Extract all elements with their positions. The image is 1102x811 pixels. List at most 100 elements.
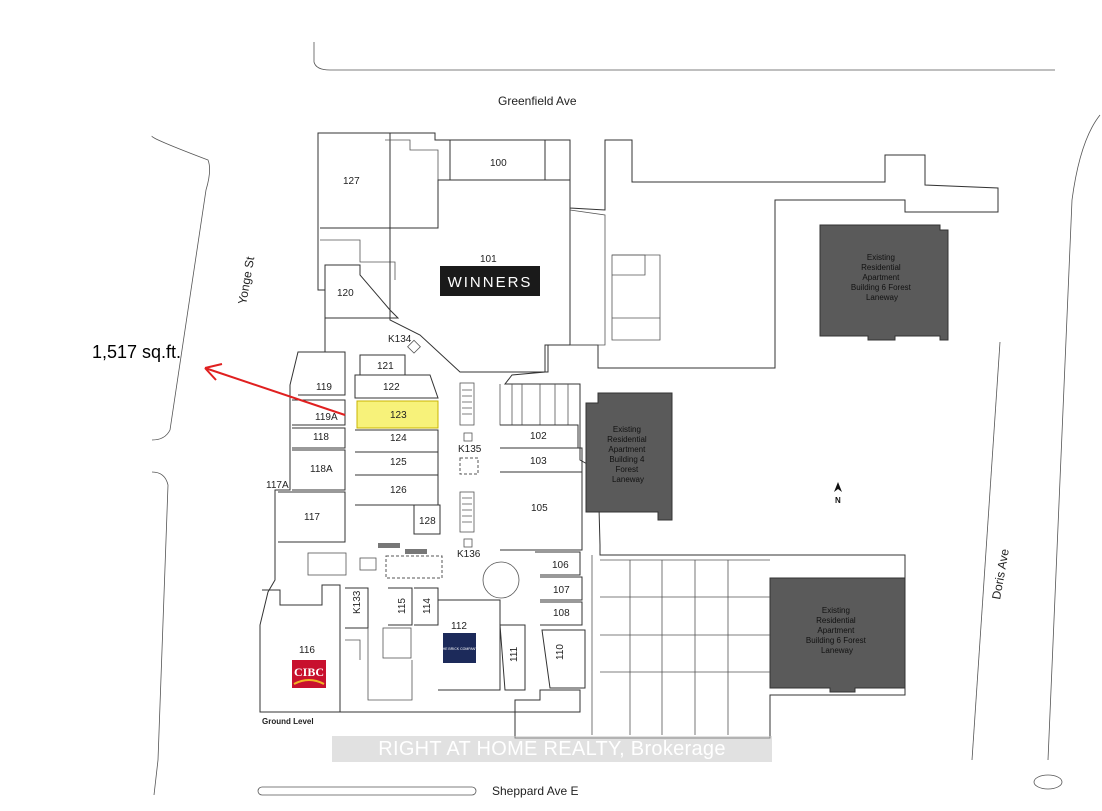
east-room-a bbox=[611, 254, 661, 341]
callout-arrow-line bbox=[204, 367, 346, 416]
cibc-logo-swoosh bbox=[293, 679, 325, 685]
unit-118a-outline bbox=[292, 449, 346, 491]
cibc-logo-text: CIBC bbox=[294, 665, 324, 679]
east-service-rooms bbox=[569, 209, 606, 346]
small-room-west bbox=[307, 552, 347, 576]
residential-building-6-top bbox=[819, 224, 949, 341]
unit-label-127: 127 bbox=[343, 176, 360, 187]
unit-114-outline bbox=[414, 587, 439, 626]
room-corridor-south bbox=[367, 628, 413, 701]
residential-building-6-bottom bbox=[769, 577, 906, 693]
unit-105-outline bbox=[500, 471, 583, 551]
unit-117-outline bbox=[278, 491, 346, 543]
unit-110-outline bbox=[541, 629, 586, 689]
unit-label-106: 106 bbox=[552, 560, 569, 571]
kiosk-k134-dashed bbox=[459, 457, 479, 475]
unit-122-outline bbox=[354, 374, 439, 399]
unit-115-outline bbox=[388, 587, 413, 626]
greenfield-ave-curb bbox=[313, 42, 1055, 71]
unit-127-outline bbox=[318, 132, 391, 229]
escalator-k136-b bbox=[405, 549, 427, 554]
corridor-outline bbox=[320, 239, 396, 280]
residential-b4-text: Existing Residential Apartment Building … bbox=[607, 425, 649, 484]
unit-label-105: 105 bbox=[531, 503, 548, 514]
unit-102-substructure bbox=[499, 384, 569, 426]
unit-107-outline bbox=[540, 576, 583, 601]
kiosk-k136-dashed bbox=[385, 555, 443, 579]
unit-120-outline bbox=[324, 264, 400, 319]
unit-label-118a: 118A bbox=[310, 464, 333, 475]
residential-b6-top-text: Existing Residential Apartment Building … bbox=[851, 253, 913, 302]
street-label-sheppard: Sheppard Ave E bbox=[492, 784, 579, 798]
east-room-b bbox=[612, 254, 646, 276]
unit-label-107: 107 bbox=[553, 585, 570, 596]
unit-label-126: 126 bbox=[390, 485, 407, 496]
unit-127b-outline bbox=[385, 139, 439, 229]
unit-label-128: 128 bbox=[419, 516, 436, 527]
unit-label-125: 125 bbox=[390, 457, 407, 468]
unit-label-112: 112 bbox=[451, 621, 467, 632]
kiosk-k135 bbox=[463, 538, 473, 548]
escalator-south bbox=[459, 491, 475, 533]
street-label-greenfield: Greenfield Ave bbox=[498, 94, 577, 108]
unit-123-highlight[interactable] bbox=[356, 400, 439, 429]
north-arrow-icon bbox=[834, 482, 842, 492]
unit-label-120: 120 bbox=[337, 288, 354, 299]
level-label: Ground Level bbox=[262, 717, 314, 726]
doris-ave-curb-2 bbox=[971, 341, 1001, 761]
winners-logo-text: WINNERS bbox=[448, 274, 533, 291]
yonge-st-curb bbox=[151, 135, 210, 441]
unit-label-114: 114 bbox=[422, 598, 433, 614]
unit-label-119a: 119A bbox=[315, 412, 338, 423]
escalator-south-steps bbox=[462, 497, 472, 523]
unit-label-100: 100 bbox=[490, 158, 507, 169]
residential-building-4 bbox=[585, 392, 673, 521]
unit-119-outline bbox=[298, 351, 346, 396]
unit-128-outline bbox=[413, 504, 441, 535]
tenant-112-logo: THE BRICK COMPANY bbox=[440, 647, 478, 651]
corner-oval bbox=[1033, 774, 1063, 790]
kiosk-k134 bbox=[463, 432, 473, 442]
residential-b6-bottom-text: Existing Residential Apartment Building … bbox=[806, 606, 868, 655]
brokerage-watermark: RIGHT AT HOME REALTY, Brokerage bbox=[332, 736, 772, 762]
yonge-st-curb-2 bbox=[151, 471, 169, 796]
unit-126-outline bbox=[355, 474, 439, 506]
unit-label-111: 111 bbox=[509, 646, 520, 662]
unit-label-117: 117 bbox=[304, 512, 320, 523]
unit-label-108: 108 bbox=[553, 608, 570, 619]
unit-label-133: K133 bbox=[352, 590, 363, 614]
unit-label-122: 122 bbox=[383, 382, 400, 393]
unit-label-102: 102 bbox=[530, 431, 547, 442]
area-callout: 1,517 sq.ft. bbox=[92, 342, 182, 362]
unit-label-k134: K135 bbox=[458, 444, 482, 455]
unit-label-118: 118 bbox=[313, 432, 329, 443]
sheppard-ave-curb bbox=[257, 786, 477, 796]
unit-116-outline bbox=[262, 584, 341, 713]
unit-label-124: 124 bbox=[390, 433, 407, 444]
unit-label-115: 115 bbox=[397, 598, 408, 614]
unit-101-outline bbox=[389, 179, 571, 373]
unit-label-k133: K134 bbox=[388, 334, 412, 345]
unit-label-110: 110 bbox=[555, 644, 566, 660]
street-label-doris: Doris Ave bbox=[989, 547, 1012, 600]
escalator-north bbox=[459, 382, 475, 426]
unit-label-123: 123 bbox=[390, 410, 407, 421]
unit-label-k135: K136 bbox=[457, 549, 481, 560]
unit-112-outline bbox=[438, 599, 501, 691]
doris-ave-curb bbox=[1047, 114, 1101, 761]
winners-logo-bg bbox=[440, 266, 540, 296]
parking-grid bbox=[591, 555, 770, 735]
unit-108-outline bbox=[540, 601, 583, 626]
escalator-north-steps bbox=[462, 389, 472, 415]
unit-106-outline bbox=[535, 551, 581, 576]
court-fountain bbox=[482, 561, 520, 599]
tenant-112-logo-bg bbox=[443, 633, 476, 663]
unit-label-119: 119 bbox=[316, 382, 332, 393]
unit-133-outline bbox=[345, 587, 369, 629]
unit-119a-outline bbox=[292, 399, 346, 426]
mall-outline bbox=[259, 132, 999, 739]
unit-111-outline bbox=[499, 624, 526, 691]
escalator-k136-a bbox=[378, 543, 400, 548]
unit-label-101: 101 bbox=[480, 254, 497, 265]
